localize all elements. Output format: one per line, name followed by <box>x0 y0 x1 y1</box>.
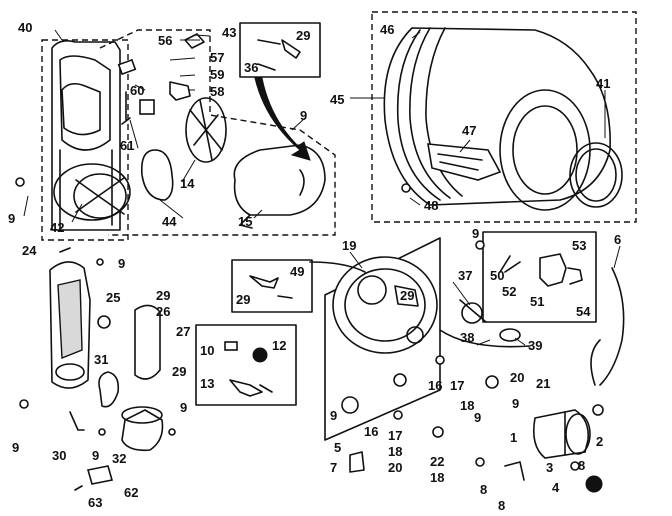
front-panel-assembly <box>41 39 131 241</box>
label-61: 61 <box>120 138 134 153</box>
label-29: 29 <box>156 288 170 303</box>
label-18: 18 <box>388 444 402 459</box>
label-60: 60 <box>130 83 144 98</box>
label-50: 50 <box>490 268 504 283</box>
label-18: 18 <box>460 398 474 413</box>
label-15: 15 <box>238 214 252 229</box>
label-9: 9 <box>512 396 519 411</box>
label-19: 19 <box>342 238 356 253</box>
label-62: 62 <box>124 485 138 500</box>
label-54: 54 <box>576 304 591 319</box>
label-37: 37 <box>458 268 472 283</box>
label-25: 25 <box>106 290 120 305</box>
label-2: 2 <box>596 434 603 449</box>
label-16: 16 <box>364 424 378 439</box>
label-9: 9 <box>300 108 307 123</box>
label-9: 9 <box>474 410 481 425</box>
label-29: 29 <box>400 288 414 303</box>
label-47: 47 <box>462 123 476 138</box>
leader-lines <box>23 29 621 346</box>
label-48: 48 <box>424 198 438 213</box>
label-32: 32 <box>112 451 126 466</box>
label-4: 4 <box>552 480 560 495</box>
inset-10-13 <box>195 324 297 406</box>
label-9: 9 <box>472 226 479 241</box>
label-46: 46 <box>380 22 394 37</box>
label-3: 3 <box>546 460 553 475</box>
left-duct-parts <box>49 261 164 485</box>
label-8: 8 <box>498 498 505 513</box>
blower-inset <box>239 22 321 161</box>
label-38: 38 <box>460 330 474 345</box>
label-39: 39 <box>528 338 542 353</box>
label-9: 9 <box>180 400 187 415</box>
label-58: 58 <box>210 84 224 99</box>
label-1: 1 <box>510 430 517 445</box>
label-8: 8 <box>578 458 585 473</box>
label-53: 53 <box>572 238 586 253</box>
label-24: 24 <box>22 243 37 258</box>
drive-belt <box>590 267 625 386</box>
label-59: 59 <box>210 67 224 82</box>
label-18: 18 <box>430 470 444 485</box>
label-42: 42 <box>50 220 64 235</box>
label-36: 36 <box>244 60 258 75</box>
label-20: 20 <box>510 370 524 385</box>
label-17: 17 <box>388 428 402 443</box>
label-20: 20 <box>388 460 402 475</box>
label-56: 56 <box>158 33 172 48</box>
label-26: 26 <box>156 304 170 319</box>
label-43: 43 <box>222 25 236 40</box>
label-6: 6 <box>614 232 621 247</box>
label-30: 30 <box>52 448 66 463</box>
drum-assembly <box>371 11 637 223</box>
label-9: 9 <box>330 408 337 423</box>
motor <box>532 404 604 493</box>
label-29: 29 <box>172 364 186 379</box>
label-14: 14 <box>180 176 195 191</box>
label-9: 9 <box>12 440 19 455</box>
small-hardware <box>15 177 531 491</box>
label-21: 21 <box>536 376 550 391</box>
label-49: 49 <box>290 264 304 279</box>
rear-panel <box>309 237 441 441</box>
label-41: 41 <box>596 76 610 91</box>
label-63: 63 <box>88 495 102 510</box>
inset-50-54 <box>482 231 597 323</box>
label-13: 13 <box>200 376 214 391</box>
label-9: 9 <box>118 256 125 271</box>
part-labels: 40 9 42 56 43 57 59 58 60 61 14 44 15 29… <box>8 20 621 513</box>
label-5: 5 <box>334 440 341 455</box>
label-7: 7 <box>330 460 337 475</box>
label-57: 57 <box>210 50 224 65</box>
label-27: 27 <box>176 324 190 339</box>
label-9: 9 <box>8 211 15 226</box>
label-17: 17 <box>450 378 464 393</box>
label-45: 45 <box>330 92 344 107</box>
label-29: 29 <box>236 292 250 307</box>
label-44: 44 <box>162 214 177 229</box>
label-8: 8 <box>480 482 487 497</box>
label-22: 22 <box>430 454 444 469</box>
label-12: 12 <box>272 338 286 353</box>
label-40: 40 <box>18 20 32 35</box>
inset-49 <box>231 259 313 313</box>
label-31: 31 <box>94 352 108 367</box>
label-16: 16 <box>428 378 442 393</box>
label-9: 9 <box>92 448 99 463</box>
label-52: 52 <box>502 284 516 299</box>
label-51: 51 <box>530 294 544 309</box>
label-10: 10 <box>200 343 214 358</box>
blower-area <box>99 29 336 236</box>
label-29: 29 <box>296 28 310 43</box>
